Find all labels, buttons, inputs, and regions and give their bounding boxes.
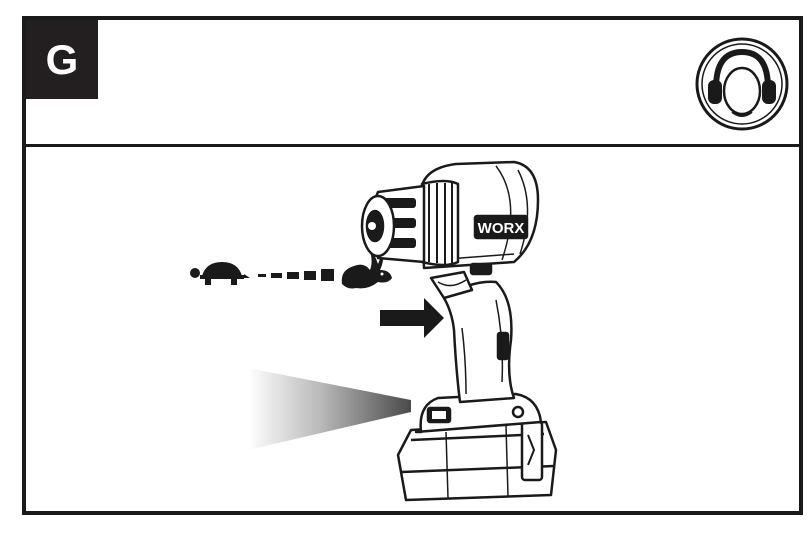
turtle-icon	[190, 262, 250, 285]
trigger-arrow	[380, 298, 444, 338]
instruction-panel: G	[22, 16, 803, 515]
cordless-drill	[360, 160, 558, 502]
step-label: G	[45, 35, 79, 83]
panel-header: G	[26, 20, 799, 147]
drill-illustration: WORX	[190, 160, 558, 502]
ear-protection-icon	[695, 37, 789, 131]
step-badge: G	[26, 20, 98, 99]
led-light-beam	[248, 368, 411, 450]
speed-scale	[258, 269, 334, 281]
rabbit-icon	[341, 246, 392, 289]
illustration-area: WORX	[26, 150, 799, 511]
drill-brand-label: WORX	[478, 220, 525, 237]
